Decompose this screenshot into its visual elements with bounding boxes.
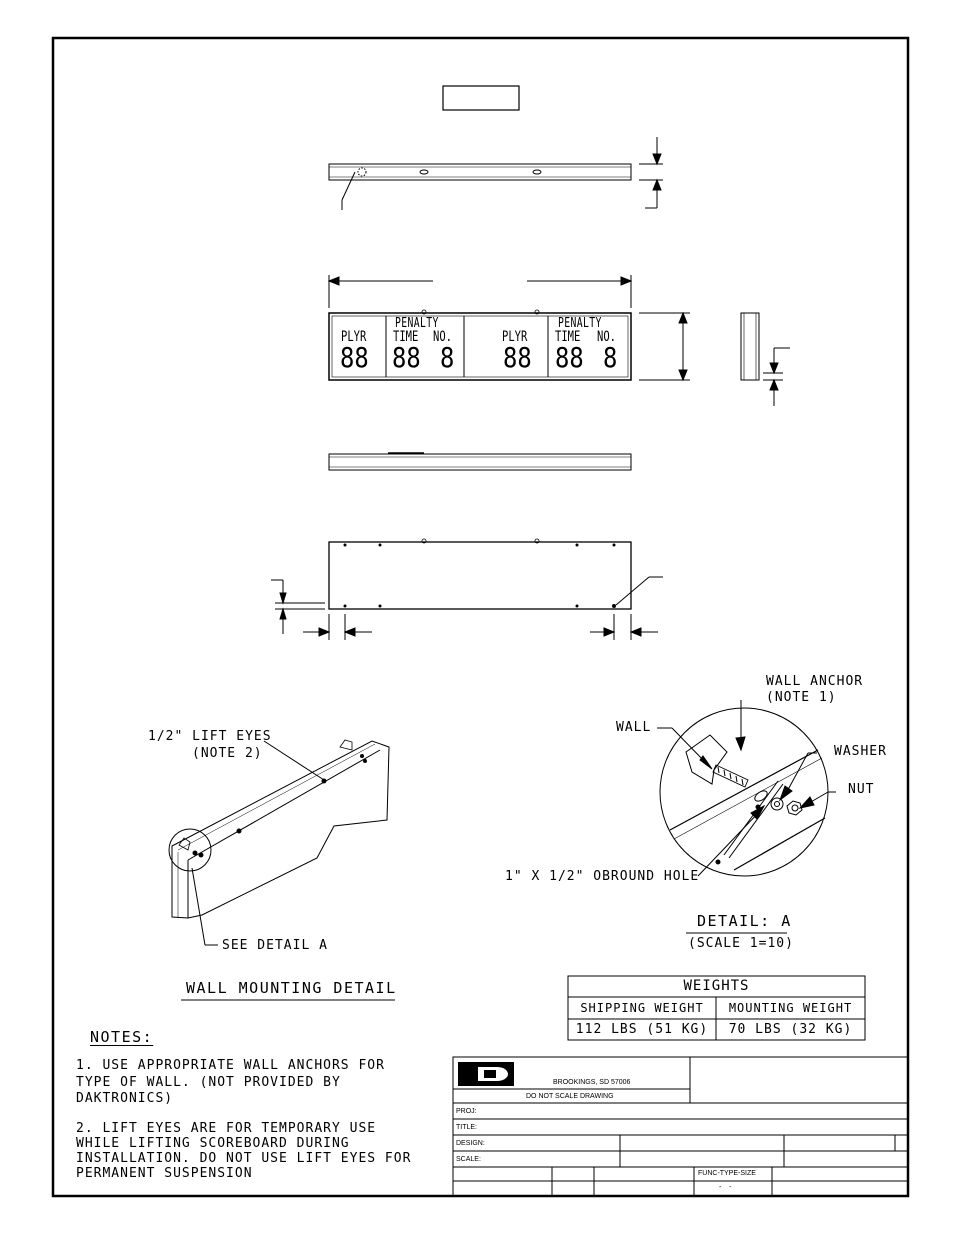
title-block-design: DESIGN: — [456, 1140, 485, 1147]
title-block-lines — [452, 1056, 909, 1197]
note-2-line-3: INSTALLATION. DO NOT USE LIFT EYES FOR — [76, 1151, 412, 1166]
note-1-line-3: DAKTRONICS) — [76, 1091, 174, 1106]
bottom-view — [328, 452, 632, 471]
title-block-func-value: - - — [719, 1184, 732, 1191]
title-block-title: TITLE: — [456, 1124, 478, 1131]
wall-anchor-label: WALL ANCHOR — [766, 674, 864, 689]
daktronics-logo — [458, 1062, 514, 1086]
weights-table — [567, 975, 866, 1041]
time-digits-left: 88 — [392, 341, 421, 374]
note-2-line-1: 2. LIFT EYES ARE FOR TEMPORARY USE — [76, 1121, 377, 1136]
detail-a-circle — [657, 700, 836, 877]
penalty-label-right: PENALTY — [558, 316, 602, 331]
detail-a-title: DETAIL: A — [697, 912, 792, 930]
title-block-no-scale: DO NOT SCALE DRAWING — [526, 1093, 614, 1100]
notes-title: NOTES: — [90, 1028, 154, 1046]
penalty-label-left: PENALTY — [395, 316, 439, 331]
time-digits-right: 88 — [555, 341, 584, 374]
no-label-left: NO. — [433, 329, 452, 345]
no-label-right: NO. — [597, 329, 616, 345]
plyr-label-left: PLYR — [341, 329, 367, 345]
title-block-scale: SCALE: — [456, 1156, 481, 1163]
note-2-line-2: WHILE LIFTING SCOREBOARD DURING — [76, 1136, 350, 1151]
mounting-weight-header: MOUNTING WEIGHT — [728, 1001, 853, 1015]
no-digits-left: 8 — [440, 341, 455, 374]
title-block-proj: PROJ: — [456, 1108, 477, 1115]
weights-title: WEIGHTS — [683, 978, 750, 994]
lift-eyes-note: (NOTE 2) — [192, 746, 263, 761]
shipping-weight-value: 112 LBS (51 KG) — [575, 1022, 709, 1037]
time-label-right: TIME — [555, 329, 581, 345]
title-block-func-type-size: FUNC-TYPE-SIZE — [698, 1170, 756, 1177]
detail-a-scale: (SCALE 1=10) — [688, 936, 794, 951]
side-view — [740, 312, 790, 406]
wall-label: WALL — [616, 720, 652, 735]
note-1-line-1: 1. USE APPROPRIATE WALL ANCHORS FOR — [76, 1058, 385, 1073]
wall-mounting-detail-title: WALL MOUNTING DETAIL — [186, 979, 397, 997]
view-label-box — [442, 85, 520, 111]
front-view — [328, 309, 632, 381]
wall-mount-isometric — [168, 739, 390, 946]
see-detail-a-label: SEE DETAIL A — [222, 938, 328, 953]
obround-hole-label: 1" X 1/2" OBROUND HOLE — [505, 869, 700, 884]
shipping-weight-header: SHIPPING WEIGHT — [580, 1001, 704, 1015]
plyr-digits-right: 88 — [503, 341, 532, 374]
back-view — [271, 538, 663, 640]
plyr-digits-left: 88 — [340, 341, 369, 374]
time-label-left: TIME — [393, 329, 419, 345]
mounting-weight-value: 70 LBS (32 KG) — [728, 1022, 853, 1037]
top-view — [328, 137, 663, 210]
note-2-line-4: PERMANENT SUSPENSION — [76, 1166, 253, 1181]
nut-label: NUT — [848, 782, 875, 797]
front-view-dimensions — [327, 275, 690, 382]
note-1-line-2: TYPE OF WALL. (NOT PROVIDED BY — [76, 1075, 341, 1090]
lift-eyes-label: 1/2" LIFT EYES — [148, 729, 272, 744]
no-digits-right: 8 — [603, 341, 618, 374]
wall-anchor-note: (NOTE 1) — [766, 690, 837, 705]
title-block-city: BROOKINGS, SD 57006 — [553, 1079, 631, 1086]
washer-label: WASHER — [834, 744, 887, 759]
display-face: PENALTY PLYR TIME NO. 88 88 8 PLYR PENAL… — [329, 313, 631, 380]
plyr-label-right: PLYR — [502, 329, 528, 345]
